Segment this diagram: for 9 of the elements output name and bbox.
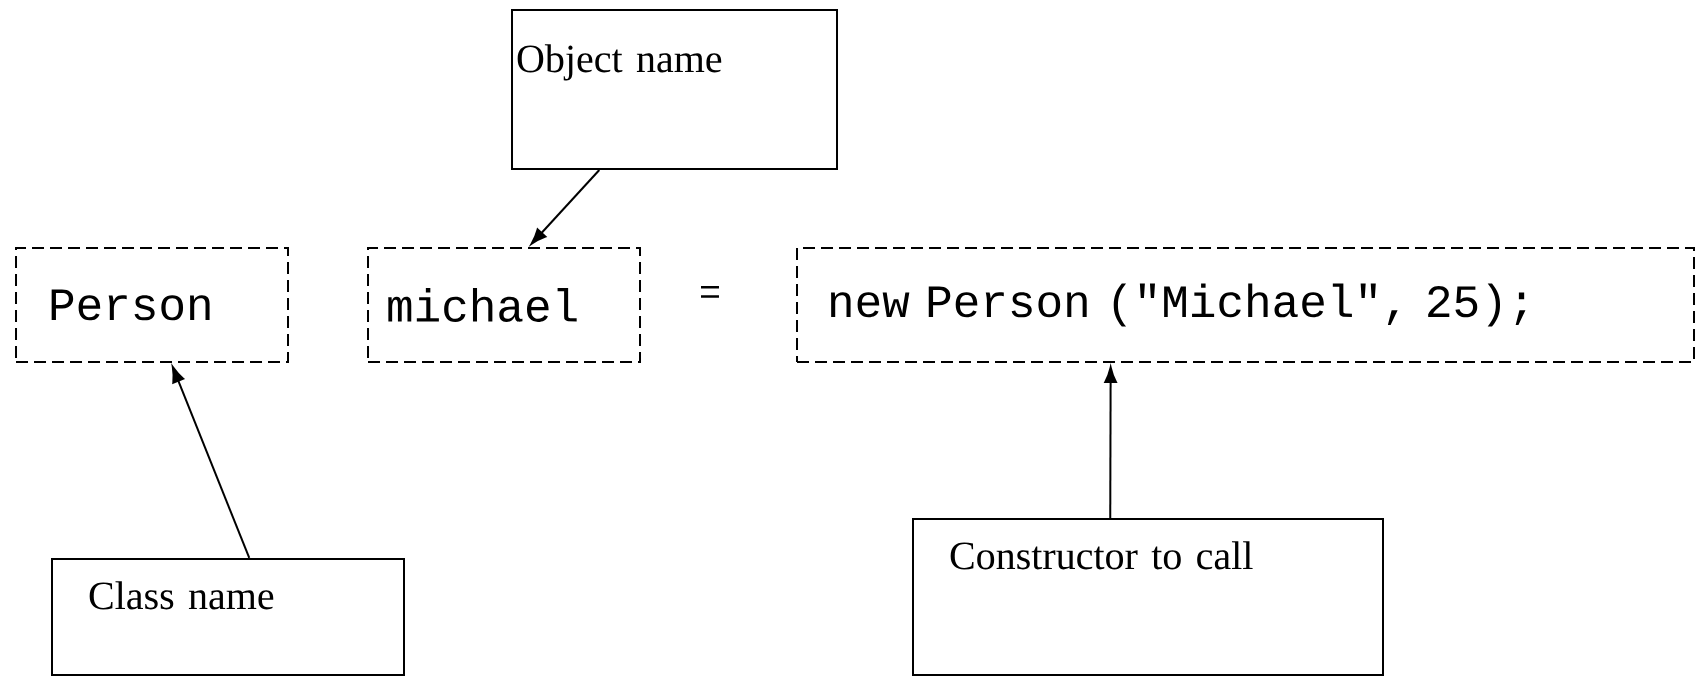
callout-box: Constructor to call bbox=[912, 518, 1384, 676]
arrow bbox=[1104, 366, 1117, 519]
code-box: new Person ("Michael", 25); bbox=[796, 247, 1695, 363]
code-box: Person bbox=[15, 247, 289, 363]
arrow bbox=[530, 169, 601, 245]
equals-sign: = bbox=[701, 285, 719, 298]
code-box: michael bbox=[367, 247, 641, 363]
callout-box: Object name bbox=[511, 9, 838, 170]
callout-box: Class name bbox=[51, 558, 405, 676]
